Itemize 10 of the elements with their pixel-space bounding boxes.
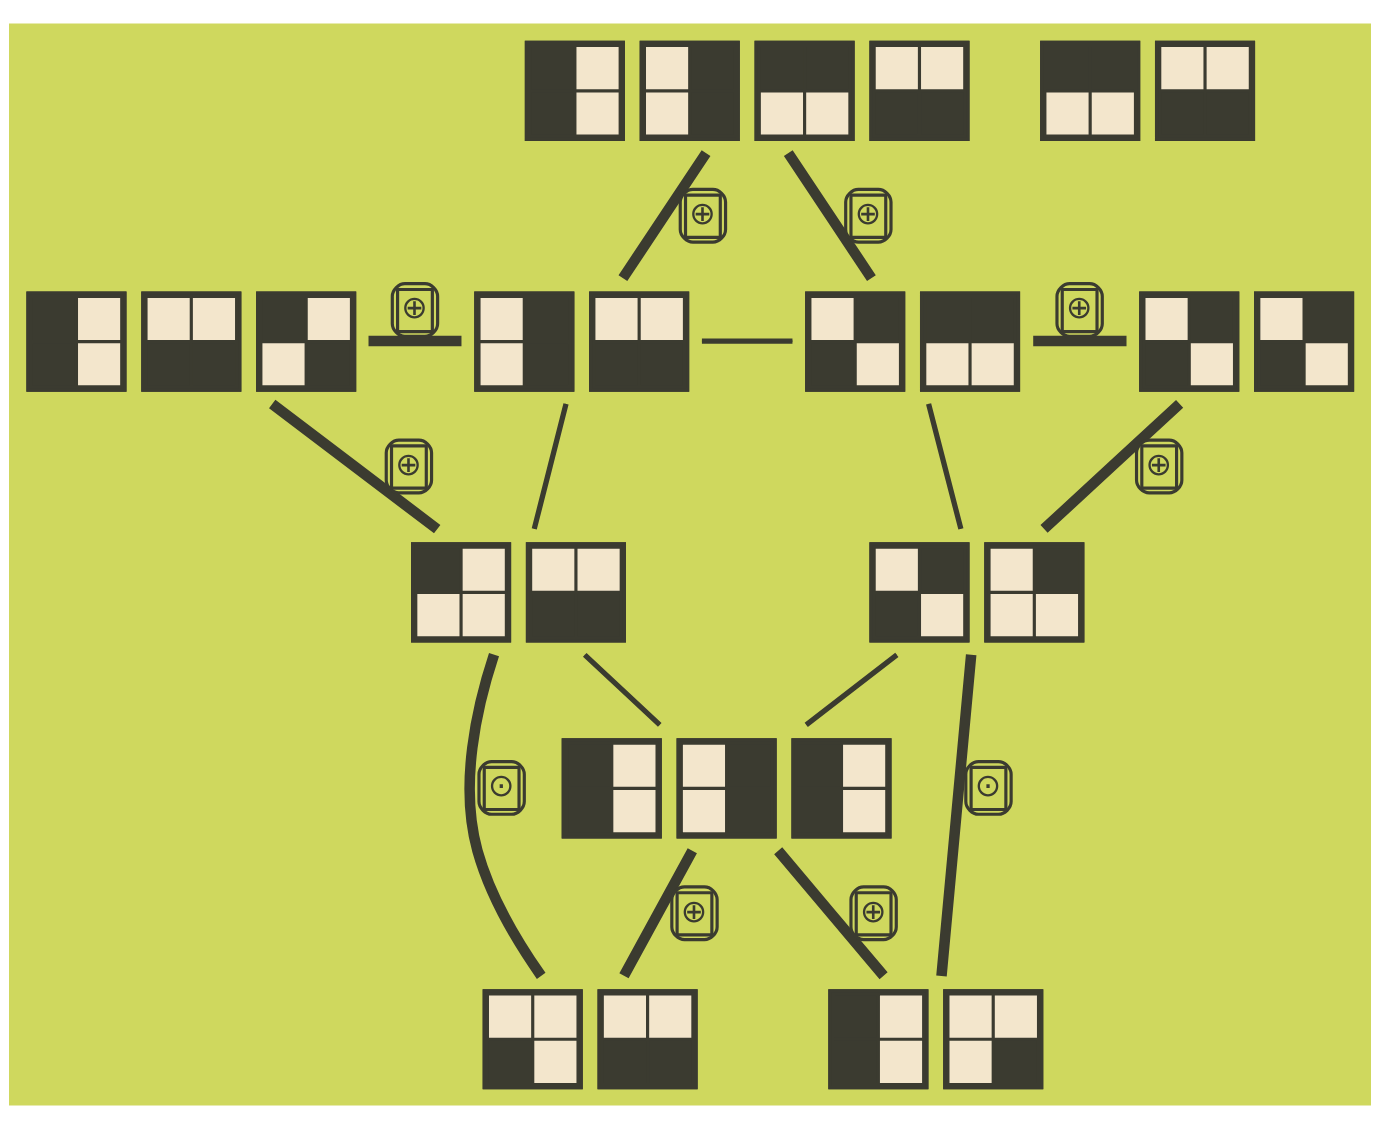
edge-label: ⊕	[1065, 289, 1092, 326]
edge-label: ⊕	[854, 195, 881, 232]
edge-label: ⊕	[688, 195, 716, 232]
edge-label: ⊙	[487, 767, 514, 804]
edge-label: ⊕	[1144, 445, 1172, 482]
edge-label: ⊕	[400, 289, 428, 326]
edge-label: ⊕	[680, 892, 707, 929]
edge-label: ⊕	[394, 445, 422, 482]
edge-label: ⊙	[974, 767, 1001, 804]
edge-label: ⊕	[859, 892, 886, 929]
